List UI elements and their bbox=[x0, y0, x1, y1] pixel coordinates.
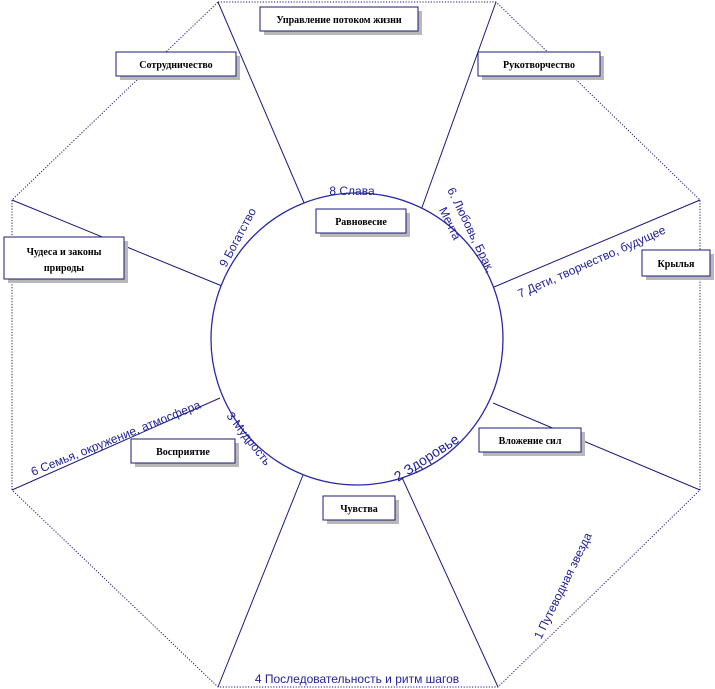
center-circle bbox=[210, 192, 504, 486]
box-handcraft: Рукотворчество bbox=[477, 51, 604, 80]
box-miracles: Чудеса и законы природы bbox=[3, 236, 128, 283]
divider-left-lower bbox=[11, 397, 221, 491]
box-wings-label: Крылья bbox=[658, 259, 696, 270]
box-cooperation-label: Сотрудничество bbox=[139, 60, 212, 71]
box-perception-label: Восприятие bbox=[156, 447, 210, 458]
box-perception: Восприятие bbox=[130, 438, 239, 467]
divider-top-right bbox=[419, 1, 497, 214]
box-miracles-label-2: природы bbox=[44, 263, 84, 274]
box-balance: Равновесие bbox=[315, 208, 410, 237]
box-senses: Чувства bbox=[322, 495, 399, 524]
box-top: Управление потоком жизни bbox=[259, 6, 422, 35]
divider-top-left bbox=[217, 1, 306, 206]
box-wings: Крылья bbox=[641, 249, 714, 280]
box-senses-label: Чувства bbox=[340, 504, 378, 515]
divider-bottom-left bbox=[217, 474, 304, 688]
box-cooperation: Сотрудничество bbox=[115, 51, 240, 80]
box-balance-label: Равновесие bbox=[335, 217, 387, 228]
divider-right-lower bbox=[492, 402, 701, 491]
sector-sequence-label: 4 Последовательность и ритм шагов bbox=[255, 672, 459, 686]
divider-right-upper bbox=[493, 199, 701, 288]
sector-fame-label: 8 Слава bbox=[329, 184, 375, 198]
divider-bottom-right bbox=[398, 470, 499, 688]
box-investment-label: Вложение сил bbox=[499, 436, 562, 447]
sector-guiding-star-label: 1 Путеводная звезда bbox=[531, 530, 595, 641]
box-top-label: Управление потоком жизни bbox=[276, 15, 402, 26]
box-investment: Вложение сил bbox=[478, 427, 585, 456]
box-handcraft-label: Рукотворчество bbox=[503, 60, 575, 71]
box-miracles-label-1: Чудеса и законы bbox=[27, 247, 102, 258]
